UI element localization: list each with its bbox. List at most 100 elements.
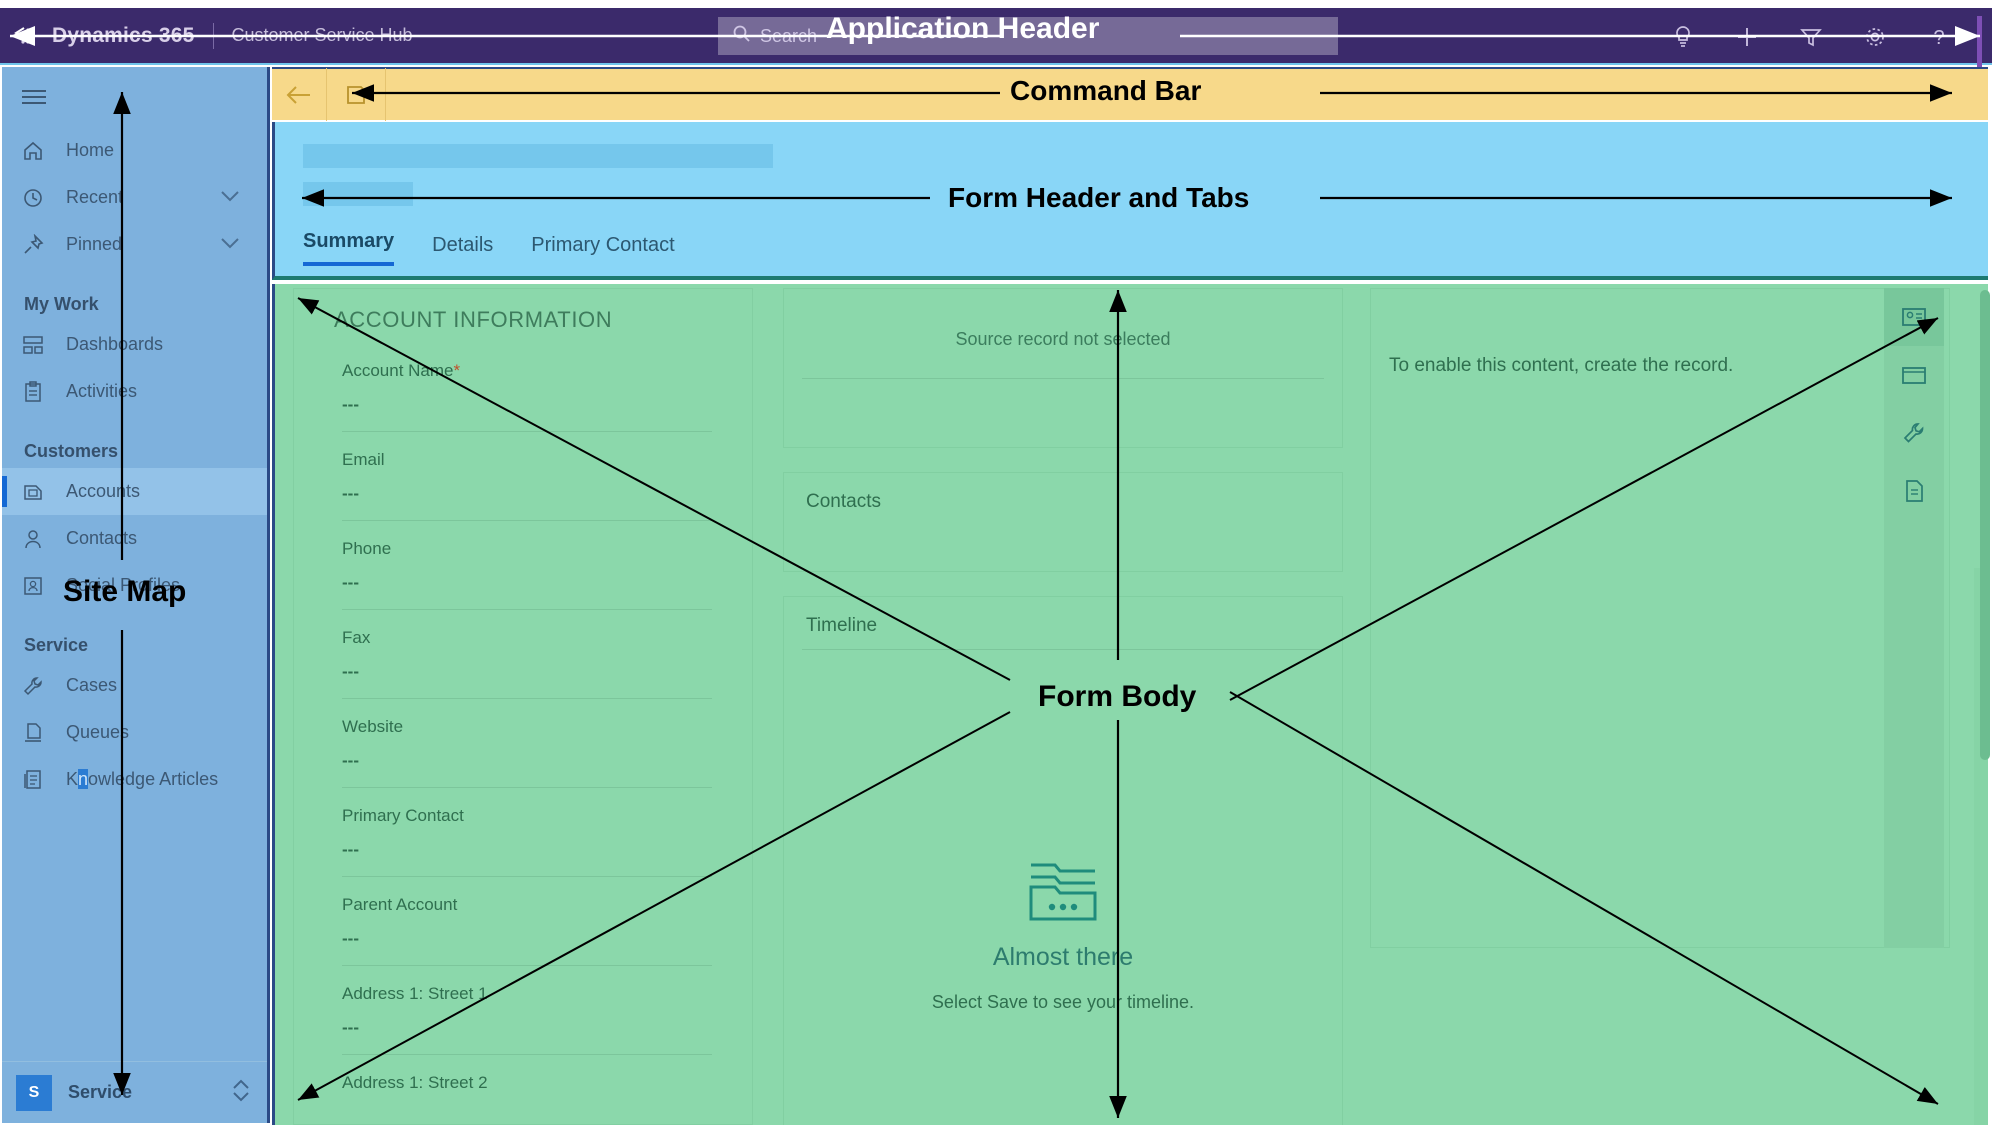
brand-title: Dynamics 365 [52,23,195,47]
empty-state-title: Almost there [992,943,1134,971]
sidebar-item-recent[interactable]: Recent [2,174,267,221]
account-information-section: ACCOUNT INFORMATION Account Name* --- Em… [293,288,753,1125]
back-arrow-icon[interactable] [272,83,326,107]
field-primary-contact[interactable]: Primary Contact --- [294,788,752,877]
field-email[interactable]: Email --- [294,432,752,521]
field-label: Fax [342,628,371,647]
app-switcher-label: Service [68,1082,133,1102]
sidebar-group-service: Service [24,635,89,655]
source-record-card: Source record not selected [783,288,1343,448]
sidebar-item-knowledge-articles[interactable]: Knowledge Articles [2,756,267,803]
contacts-card-title: Contacts [806,491,881,512]
record-subtitle-placeholder [303,182,413,206]
gear-icon[interactable] [1862,24,1888,50]
folder-stack-icon [784,853,1342,925]
right-column: To enable this content, create the recor… [1370,288,1950,1125]
card-divider [802,378,1324,379]
sidebar-item-accounts[interactable]: Accounts [2,468,267,515]
sidebar-item-label: Contacts [66,528,138,548]
field-divider [342,698,712,699]
field-value: --- [342,662,359,681]
field-label: Account Name* [342,361,461,380]
form-scrollbar-thumb[interactable] [1980,290,1990,760]
annotation-form-body: Form Body [1038,680,1197,713]
sidebar-item-cases[interactable]: Cases [2,662,267,709]
sidebar-item-label: Accounts [66,481,141,501]
field-value: --- [342,573,359,592]
plus-icon[interactable] [1734,24,1760,50]
field-value: --- [342,840,359,859]
sidebar-group-customers: Customers [24,441,119,461]
sidebar-item-contacts[interactable]: Contacts [2,515,267,562]
field-address-street-2[interactable]: Address 1: Street 2 [294,1055,752,1093]
sidebar-item-dashboards[interactable]: Dashboards [2,321,267,368]
window-icon[interactable] [1884,346,1944,404]
person-icon [20,528,46,550]
hamburger-icon[interactable] [2,67,267,127]
field-label: Address 1: Street 1 [342,984,488,1003]
pin-icon [20,233,46,256]
record-title-placeholder [303,144,773,168]
field-label: Email [342,450,385,469]
field-website[interactable]: Website --- [294,699,752,788]
annotation-form-header-tabs: Form Header and Tabs [948,182,1250,213]
wrench-icon[interactable] [1884,404,1944,462]
search-placeholder: Search [760,25,818,46]
right-icon-rail [1884,288,1944,948]
home-icon [20,140,46,162]
field-label: Parent Account [342,895,458,914]
activity-icon [20,380,46,403]
wrench-icon [20,675,46,697]
field-phone[interactable]: Phone --- [294,521,752,610]
sidebar-item-label: Home [66,140,115,160]
tab-primary-contact[interactable]: Primary Contact [531,234,675,256]
timeline-empty-state: Almost there Select Save to see your tim… [784,853,1342,1013]
sidebar-item-label: Knowledge Articles [66,769,219,789]
updown-chevron-icon[interactable] [230,1077,252,1108]
app-name-label: Customer Service Hub [231,25,413,45]
field-account-name[interactable]: Account Name* --- [294,343,752,432]
field-label: Address 1: Street 2 [342,1073,488,1092]
article-icon [20,769,46,791]
tab-details[interactable]: Details [432,234,494,256]
account-icon [20,481,46,503]
sidebar-item-home[interactable]: Home [2,127,267,174]
section-title: ACCOUNT INFORMATION [334,307,613,332]
sidebar-item-label: Queues [66,722,130,742]
lightbulb-icon[interactable] [1670,24,1696,50]
chevron-down-icon[interactable] [219,187,241,208]
annotation-application-header: Application Header [826,12,1100,45]
field-label: Website [342,717,404,736]
filter-icon[interactable] [1798,24,1824,50]
required-asterisk: * [453,361,461,380]
text-cursor-highlight: n [78,769,89,789]
chevron-down-icon[interactable] [219,234,241,255]
field-label: Primary Contact [342,806,464,825]
waffle-icon[interactable] [0,26,52,46]
header-icon-group: ? [1670,8,1974,65]
sidebar-group-my-work: My Work [24,294,99,314]
save-icon[interactable] [327,84,385,106]
sidebar-item-social-profiles[interactable]: Social Profiles [2,562,267,609]
contact-card-icon[interactable] [1884,288,1944,346]
search-icon [732,24,752,49]
sidebar-item-queues[interactable]: Queues [2,709,267,756]
annotation-command-bar: Command Bar [1010,75,1202,106]
help-icon[interactable]: ? [1926,24,1952,50]
sidebar-item-label: Pinned [66,234,123,254]
sidebar-item-label: Cases [66,675,118,695]
tab-summary[interactable]: Summary [303,230,395,266]
timeline-card-title: Timeline [806,615,878,636]
contacts-card: Contacts [783,472,1343,572]
sidebar-spacer [2,803,267,1061]
sidebar-item-activities[interactable]: Activities [2,368,267,415]
app-switcher[interactable]: S Service [2,1061,267,1123]
sidebar-item-pinned[interactable]: Pinned [2,221,267,268]
document-icon[interactable] [1884,462,1944,520]
form-header: Summary Details Primary Contact [272,122,1988,280]
field-address-street-1[interactable]: Address 1: Street 1 --- [294,966,752,1055]
field-value: --- [342,751,359,770]
field-fax[interactable]: Fax --- [294,610,752,699]
field-parent-account[interactable]: Parent Account --- [294,877,752,966]
